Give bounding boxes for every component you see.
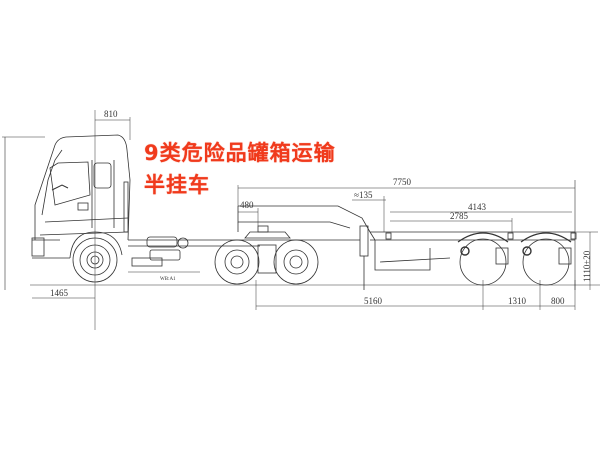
dim-cab-top: 810 — [104, 109, 118, 119]
semi-trailer — [237, 180, 577, 290]
dim-coupling-gap: ≈135 — [354, 190, 373, 200]
dim-rear-overhang: 800 — [551, 296, 565, 306]
tractor-cab — [2, 110, 131, 330]
diagram-title-line1: 9类危险品罐箱运输 — [144, 141, 336, 165]
dim-trailer-wheelbase: 5160 — [364, 296, 382, 306]
dim-trailer-length: 7750 — [393, 177, 411, 187]
dim-front-overhang: 1465 — [50, 288, 68, 298]
dim-deck-height: 1110±20 — [582, 250, 592, 282]
dim-trailer-span-2: 2785 — [450, 211, 468, 221]
dim-axle-spacing: 1310 — [508, 296, 526, 306]
dim-kingpin-offset: 480 — [240, 200, 254, 210]
dimension-lines — [30, 185, 600, 310]
dim-trailer-span-1: 4143 — [468, 202, 486, 212]
dim-ground-label: WB:A1 — [160, 277, 176, 282]
diagram-title-line2: 半挂车 — [144, 173, 210, 197]
tractor-chassis — [69, 225, 360, 285]
